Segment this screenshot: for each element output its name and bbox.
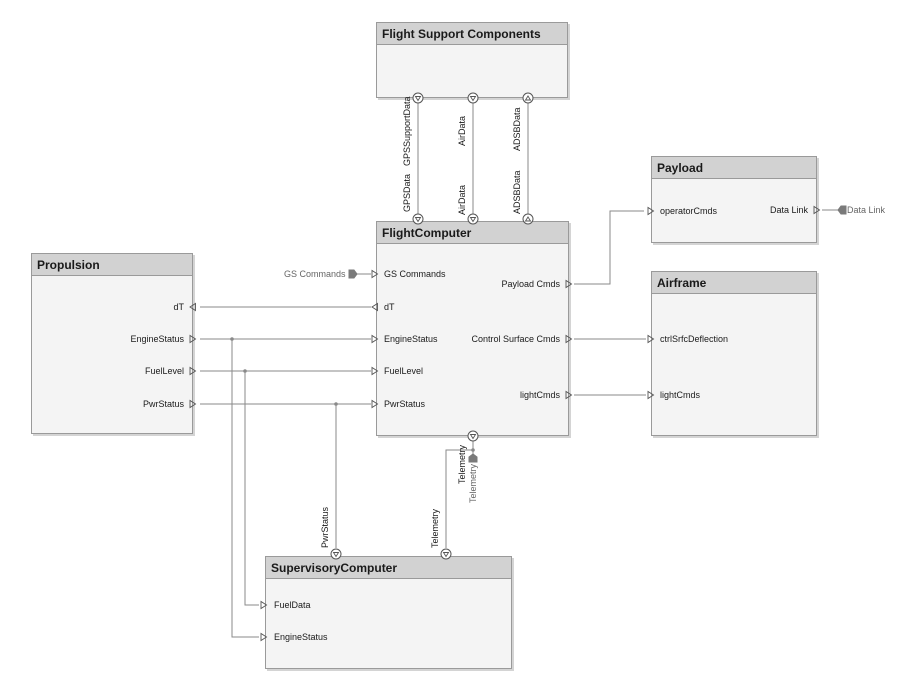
label-supervisory-telemetry: Telemetry [430,508,440,548]
port-gps-support-data[interactable] [412,92,424,104]
connector-payload-cmds [574,210,644,285]
propulsion-block[interactable]: Propulsion [31,253,193,434]
label-airframe-ctrl-srfc-deflection: ctrlSrfcDeflection [660,334,729,344]
block-title: Propulsion [32,254,192,276]
label-air-data-support: AirData [457,115,467,146]
port-gps-data[interactable] [412,213,424,225]
label-external-data-link: Data Link [847,205,886,215]
port-telemetry-out[interactable] [467,430,479,442]
label-fc-pwr-status: PwrStatus [384,399,426,409]
block-title: SupervisoryComputer [266,557,511,579]
label-air-data-fc: AirData [457,184,467,215]
label-supervisory-fuel-data: FuelData [274,600,311,610]
label-fc-payload-cmds: Payload Cmds [501,279,560,289]
label-external-gs-commands: GS Commands [284,269,346,279]
block-title: Flight Support Components [377,23,567,45]
label-airframe-light-cmds: lightCmds [660,390,701,400]
port-air-data-in[interactable] [467,213,479,225]
port-adsb-data-in[interactable] [522,92,534,104]
connector-telemetry [445,441,474,548]
flight-support-components-block[interactable]: Flight Support Components [376,22,568,98]
connector-fuel-to-supervisory [244,371,259,606]
label-prop-pwr-status: PwrStatus [142,399,184,409]
label-adsb-data-support: ADSBData [512,107,522,151]
branch-point [243,369,247,373]
label-prop-engine-status: EngineStatus [130,334,184,344]
label-gps-support-data: GPSSupportData [402,96,412,166]
port-supervisory-pwr-status[interactable] [330,548,342,560]
block-title: FlightComputer [377,222,568,244]
label-fc-fuel-level: FuelLevel [384,366,424,376]
block-title: Payload [652,157,816,179]
airframe-block[interactable]: Airframe [651,271,817,436]
label-supervisory-engine-status: EngineStatus [274,632,328,642]
supervisory-computer-block[interactable]: SupervisoryComputer [265,556,512,669]
data-link-root-port [837,205,847,215]
label-payload-operator-cmds: operatorCmds [660,206,718,216]
telemetry-root-port [468,453,478,463]
port-supervisory-telemetry[interactable] [440,548,452,560]
branch-point [334,402,338,406]
label-prop-dt: dT [173,302,184,312]
label-external-telemetry: Telemetry [468,463,478,503]
label-payload-data-link: Data Link [769,205,808,215]
label-supervisory-pwr-status: PwrStatus [320,506,330,548]
connector-engine-to-supervisory [231,339,259,638]
port-adsb-data-out[interactable] [522,213,534,225]
gs-commands-root-port [348,269,358,279]
label-adsb-data-fc: ADSBData [512,170,522,214]
label-fc-dt: dT [384,302,395,312]
label-fc-gs-commands: GS Commands [384,269,446,279]
block-title: Airframe [652,272,816,294]
branch-point [471,448,475,452]
label-fc-control-surface-cmds: Control Surface Cmds [471,334,560,344]
flight-computer-block[interactable]: FlightComputer [376,221,569,436]
label-prop-fuel-level: FuelLevel [144,366,184,376]
label-gps-data: GPSData [402,173,412,212]
label-fc-light-cmds: lightCmds [519,390,560,400]
payload-block[interactable]: Payload [651,156,817,243]
branch-point [230,337,234,341]
port-air-data-out[interactable] [467,92,479,104]
label-fc-engine-status: EngineStatus [384,334,438,344]
